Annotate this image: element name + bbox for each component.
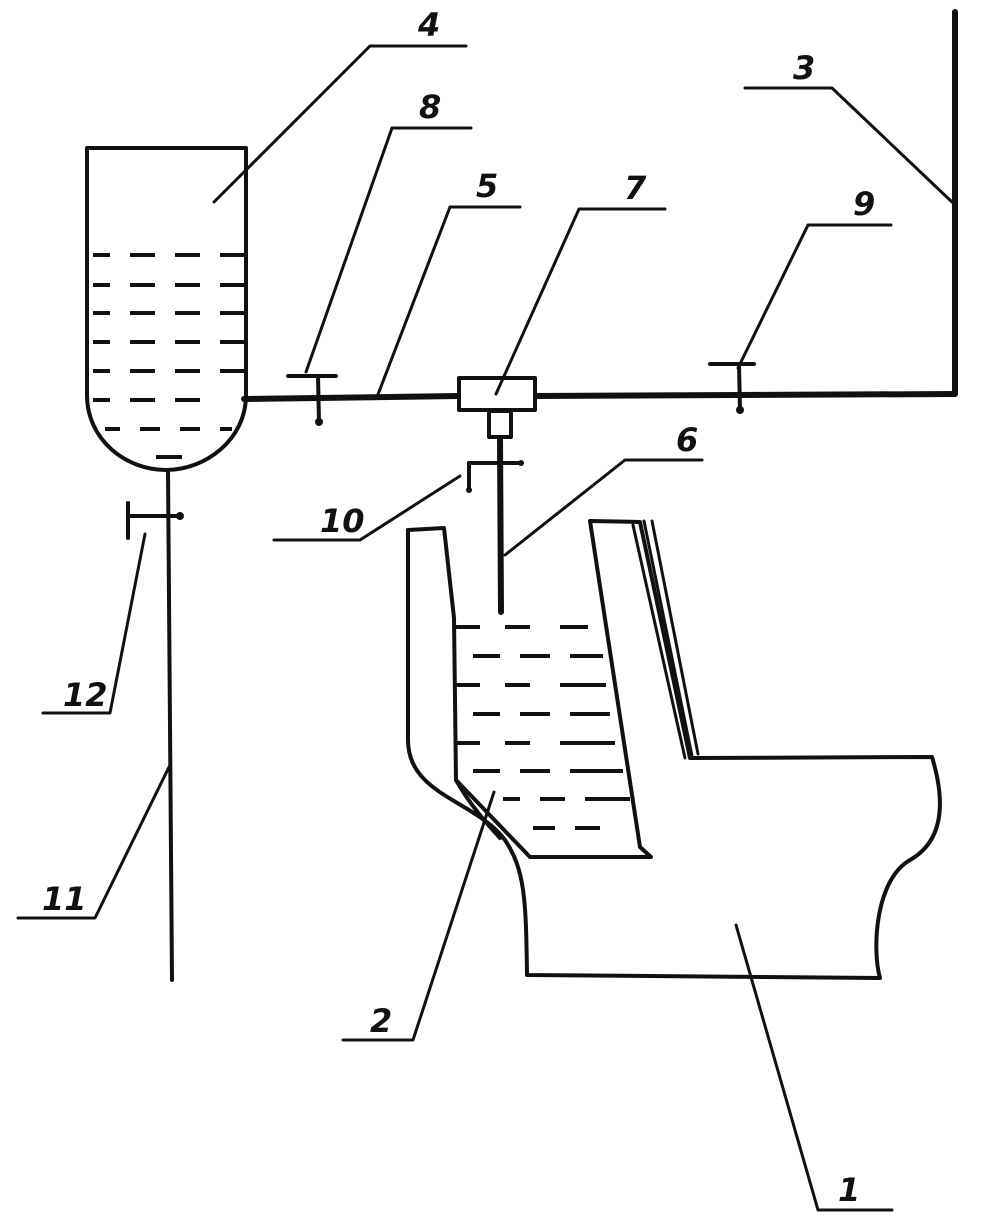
drop-pipe-6 [497,435,504,615]
drain-pipe-11 [166,468,174,982]
label-8: 8 [419,88,441,126]
valve-12 [126,501,184,540]
label-6: 6 [676,421,698,459]
label-3: 3 [793,49,815,87]
water-tank-2-level [455,625,630,830]
tee-connector-7 [457,376,537,439]
label-7: 7 [624,169,647,207]
label-4: 4 [417,6,440,44]
water-tank-2 [455,625,630,830]
valve-8 [286,374,338,426]
toilet-body-1 [406,519,942,980]
label-10: 10 [320,502,365,540]
tank-water-level [93,253,244,459]
label-12: 12 [63,676,108,714]
label-2: 2 [370,1002,392,1040]
label-11: 11 [42,880,87,918]
main-pipe-5 [241,391,958,402]
part-labels: 4 3 8 5 7 9 6 10 12 11 2 1 [42,6,875,1209]
valve-9 [708,362,756,414]
leader-lines [16,44,954,1212]
label-1: 1 [838,1171,860,1209]
valve-10 [466,460,524,493]
storage-tank-4 [85,146,248,472]
label-9: 9 [853,185,875,223]
label-5: 5 [476,167,498,205]
